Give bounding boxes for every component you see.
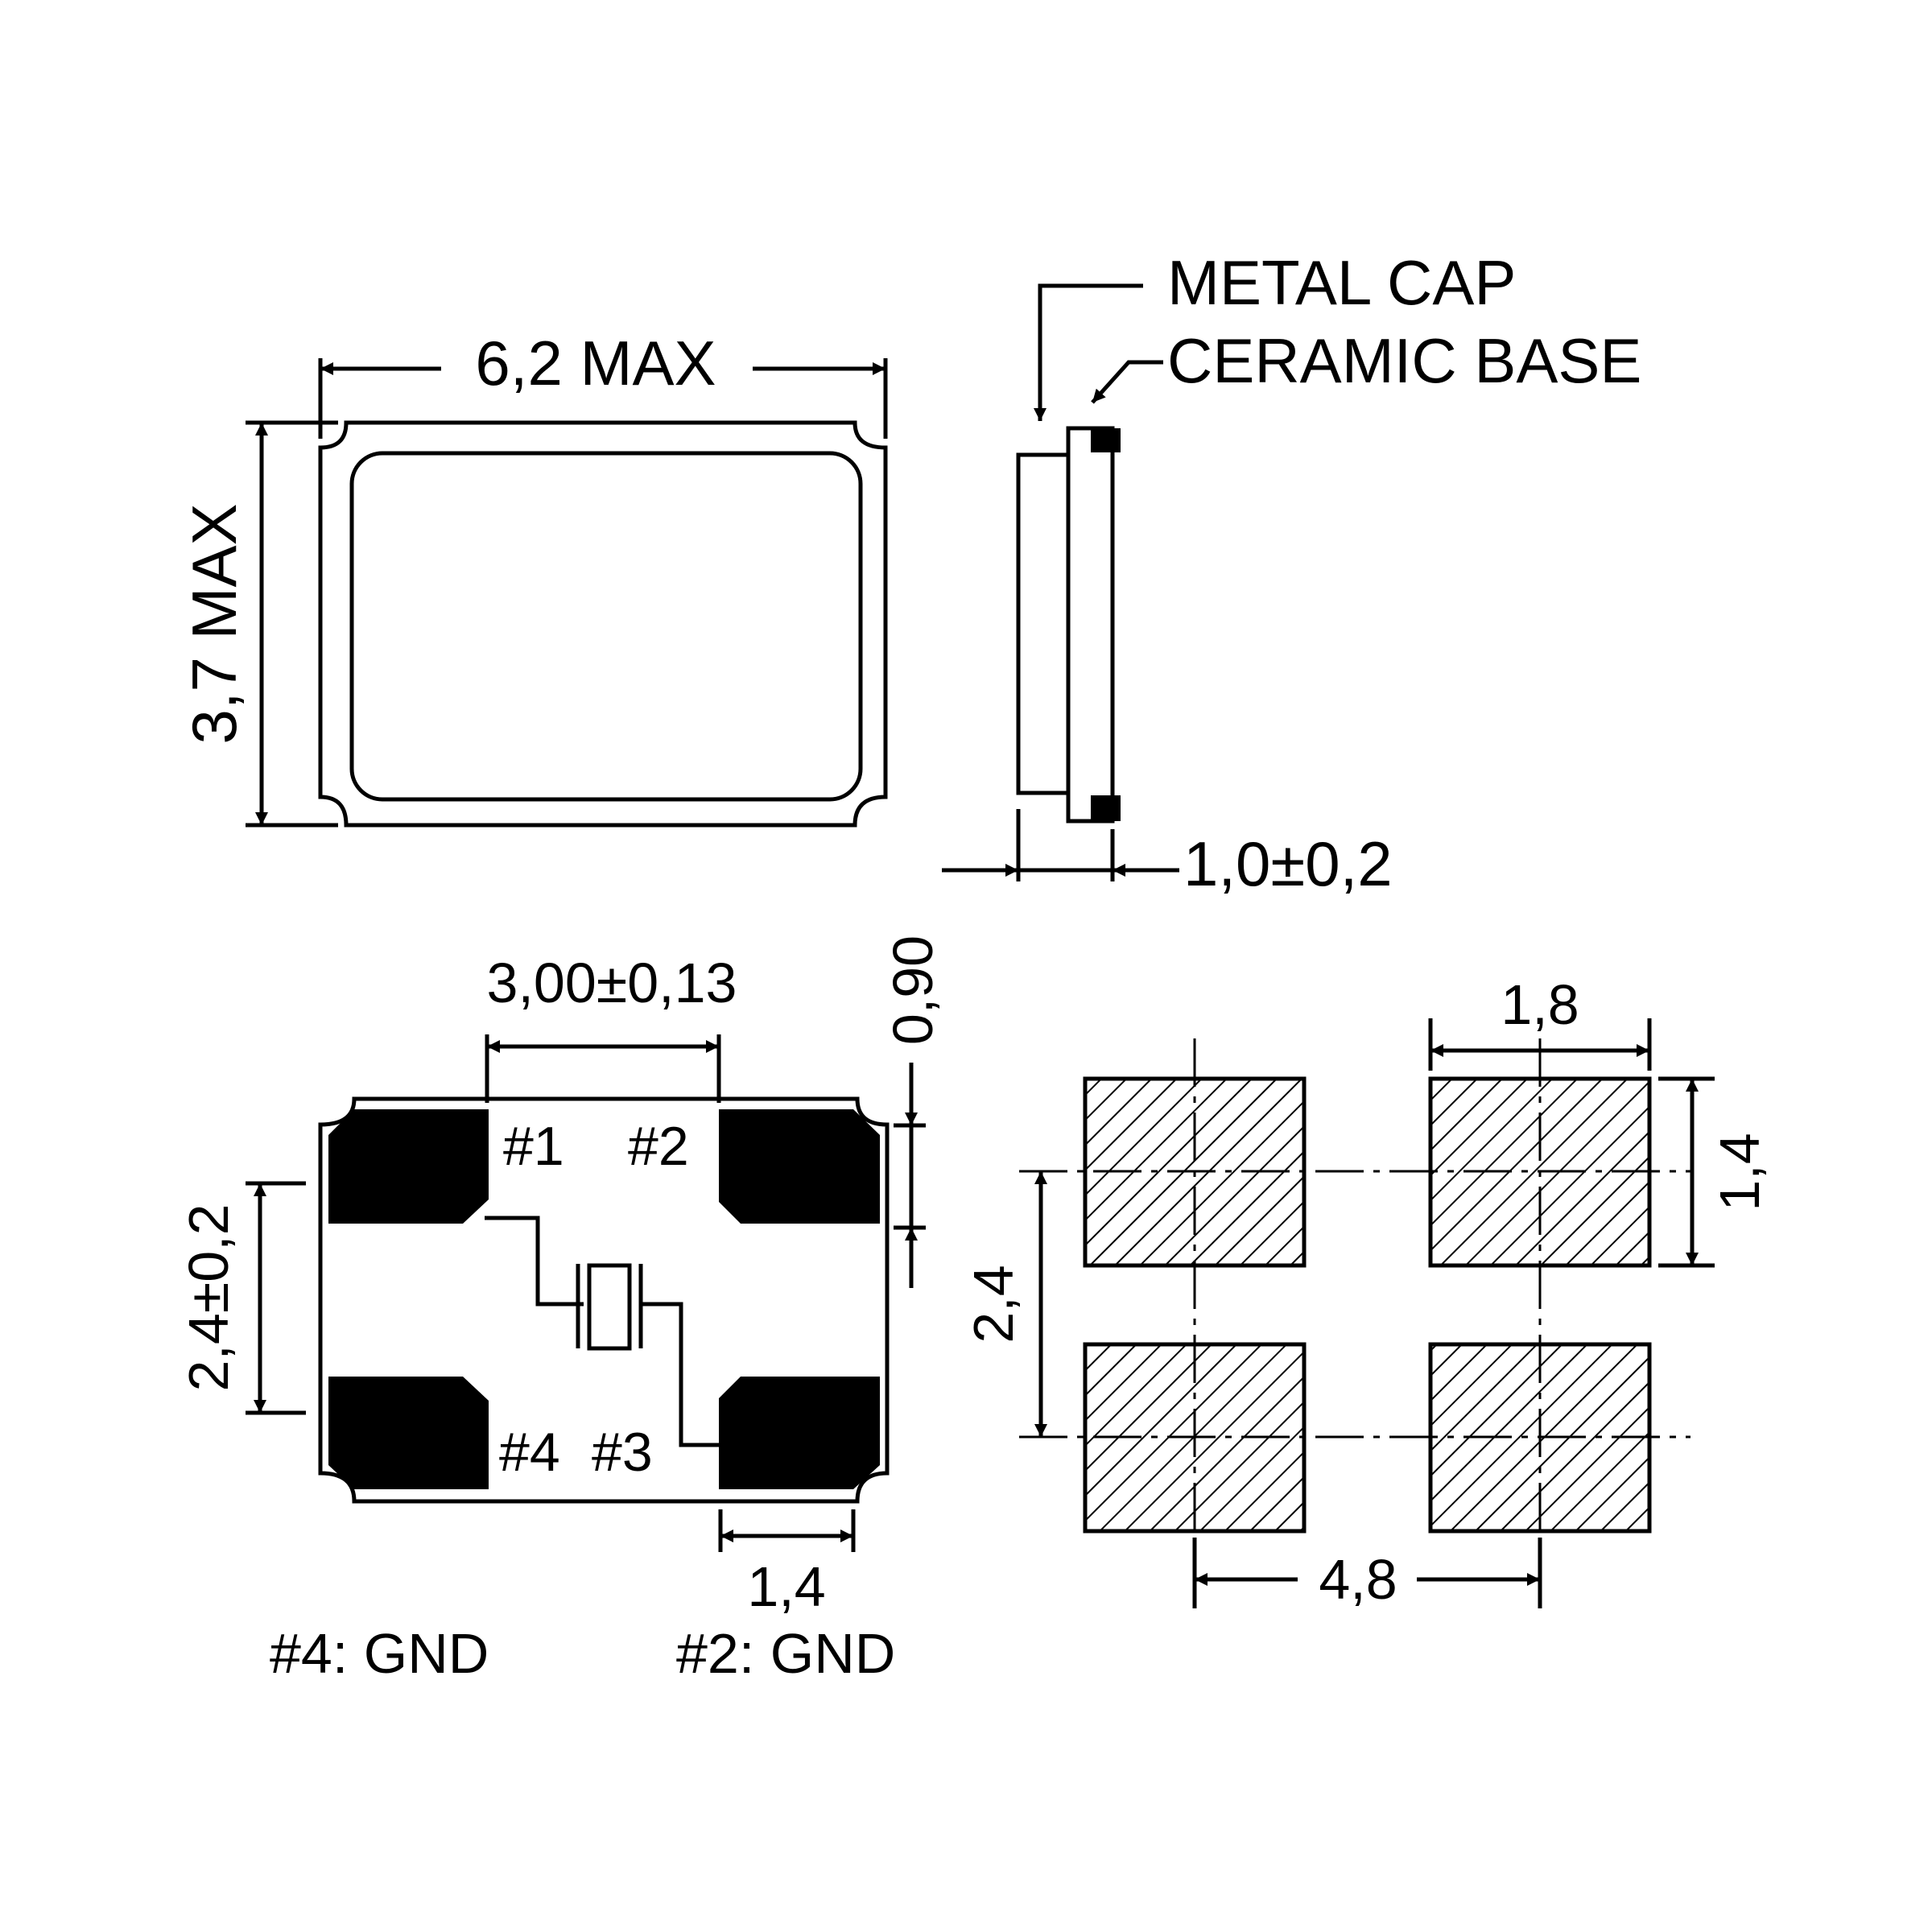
width-dimension-label: 6,2 MAX — [475, 328, 716, 398]
ceramic-base — [1066, 426, 1115, 824]
pad-height-label: 0,90 — [881, 935, 944, 1045]
bottom-package-outline — [318, 1096, 890, 1504]
metal-cap — [1016, 439, 1071, 809]
row-pitch-label: 2,4 — [962, 1265, 1025, 1343]
pad-spacing-label: 2,4±0,2 — [177, 1203, 240, 1391]
pin-3-label: #3 — [592, 1422, 653, 1483]
pad-width-label: 1,4 — [747, 1555, 825, 1618]
pad-pin-2 — [719, 1109, 880, 1224]
package-outline — [318, 420, 888, 828]
pad-pin-3 — [719, 1377, 880, 1489]
centerlines — [1019, 1038, 1690, 1531]
ceramic-base-label: CERAMIC BASE — [1167, 325, 1641, 396]
land-pattern — [1083, 1076, 1652, 1534]
thickness-label: 1,0±0,2 — [1183, 828, 1393, 899]
side-view — [942, 283, 1179, 881]
pad-pin-4 — [328, 1377, 489, 1489]
land-pad-height-label: 1,4 — [1708, 1133, 1771, 1211]
pin-2-label: #2 — [628, 1116, 689, 1177]
metal-cap-label: METAL CAP — [1167, 247, 1516, 318]
pad-pitch-label: 3,00±0,13 — [487, 952, 737, 1014]
lower-terminal — [1091, 795, 1121, 821]
top-view — [246, 358, 888, 828]
gnd-note-pin-2: #2: GND — [676, 1622, 895, 1685]
land-pattern-dimensions — [1034, 1018, 1715, 1608]
upper-terminal — [1091, 428, 1121, 452]
pin-4-label: #4 — [499, 1422, 560, 1483]
pad-pin-1 — [328, 1109, 489, 1224]
column-pitch-label: 4,8 — [1319, 1548, 1397, 1611]
land-pad-width-label: 1,8 — [1501, 973, 1579, 1036]
metal-cap-outline — [349, 451, 863, 802]
height-dimension-label: 3,7 MAX — [179, 503, 250, 744]
gnd-note-pin-4: #4: GND — [270, 1622, 489, 1685]
bottom-view — [246, 1034, 926, 1552]
pin-1-label: #1 — [503, 1116, 564, 1177]
